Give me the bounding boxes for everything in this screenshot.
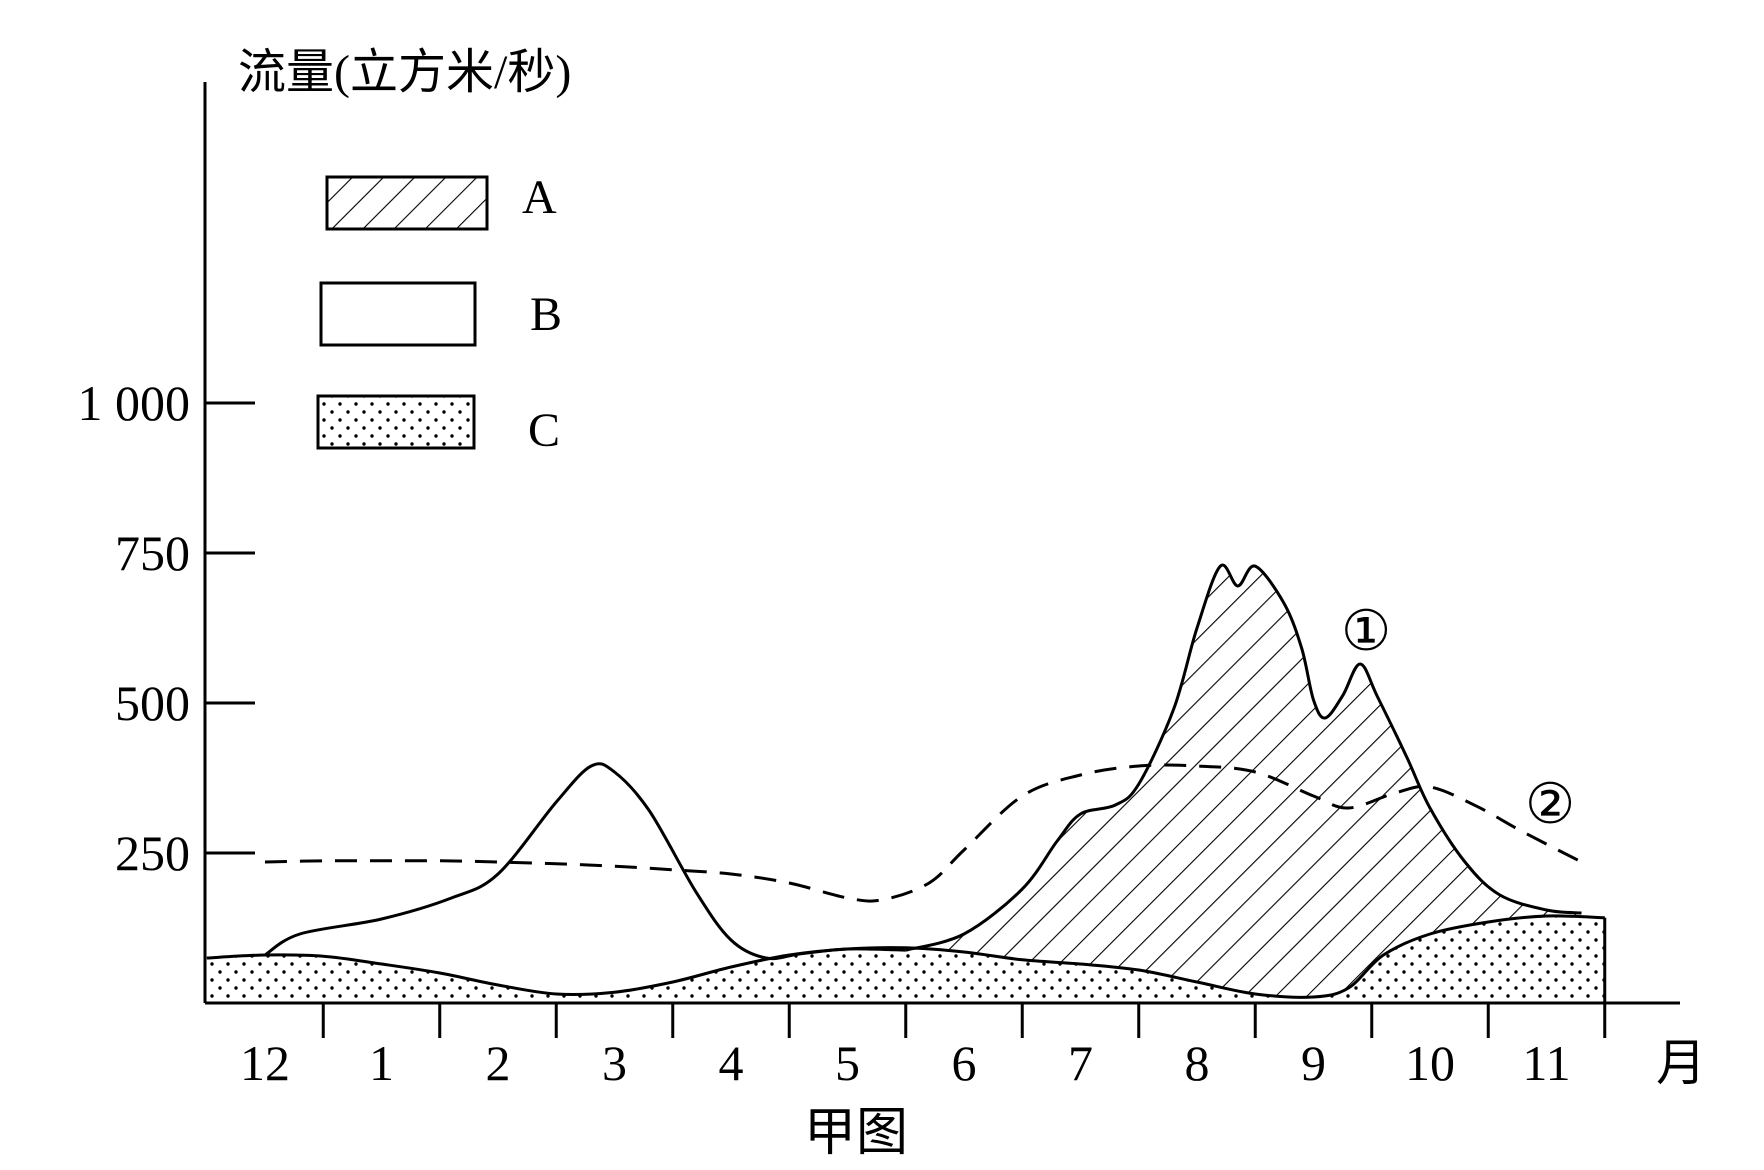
series-c-line (206, 914, 1605, 999)
area-c-fill (206, 915, 1605, 1003)
x-tick-label: 1 (369, 1035, 394, 1091)
legend-swatch-a (325, 175, 489, 231)
area-a-fill (905, 565, 1582, 997)
x-tick-label: 9 (1301, 1035, 1326, 1091)
y-tick-label: 250 (115, 825, 190, 881)
legend: A B C (316, 171, 562, 457)
x-tick-label: 2 (486, 1035, 511, 1091)
x-tick-label: 6 (952, 1035, 977, 1091)
x-tick-label: 4 (719, 1035, 744, 1091)
curve-label-2: ② (1525, 774, 1575, 836)
x-tick-label: 12 (240, 1035, 290, 1091)
x-tick-label: 5 (835, 1035, 860, 1091)
x-tick-label: 10 (1405, 1035, 1455, 1091)
x-axis-unit: 月 (1656, 1035, 1706, 1091)
curve-label-1: ① (1341, 601, 1391, 663)
y-tick-label: 500 (115, 675, 190, 731)
series-b-line (264, 762, 906, 961)
plot-area (206, 563, 1607, 1003)
y-tick-label: 1 000 (78, 375, 191, 431)
legend-swatch-c (316, 394, 476, 450)
y-tick-label: 750 (115, 525, 190, 581)
legend-label-b: B (530, 288, 562, 341)
series-a-line (905, 563, 1582, 952)
figure-caption: 甲图 (804, 1105, 908, 1162)
legend-label-a: A (522, 171, 557, 224)
x-tick-label: 3 (602, 1035, 627, 1091)
x-tick-label: 7 (1068, 1035, 1093, 1091)
legend-label-c: C (528, 404, 560, 457)
x-tick-label: 11 (1522, 1035, 1570, 1091)
x-tick-label: 8 (1185, 1035, 1210, 1091)
legend-swatch-b (319, 281, 477, 347)
y-axis-title: 流量(立方米/秒) (238, 46, 571, 99)
